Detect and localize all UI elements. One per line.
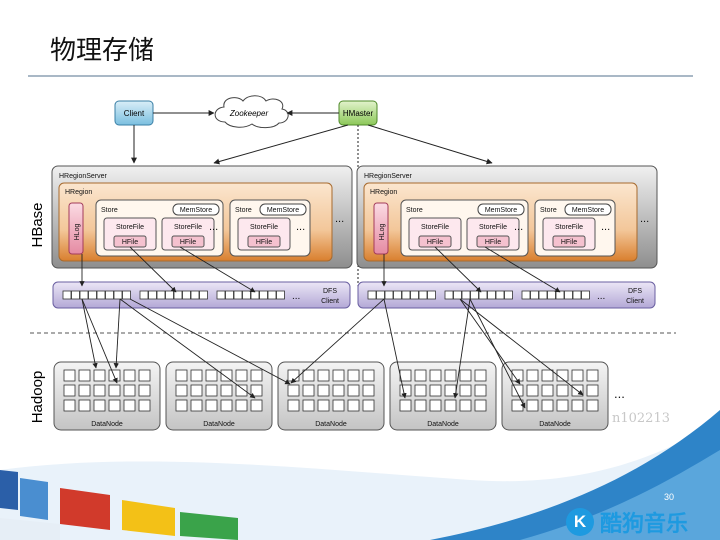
hmaster-label: HMaster bbox=[343, 109, 374, 118]
data-flow-arrow bbox=[129, 246, 177, 293]
hfile-label: HFile bbox=[256, 239, 272, 246]
brand-logo: K 酷狗音乐 bbox=[566, 506, 688, 538]
hlog-label: HLog bbox=[74, 224, 81, 241]
logo-mark-icon: K bbox=[566, 508, 594, 536]
hfile-label: HFile bbox=[561, 239, 577, 246]
hfile-label: HFile bbox=[122, 239, 138, 246]
data-flow-arrow bbox=[459, 298, 584, 396]
datanode-label: DataNode bbox=[203, 421, 235, 428]
store-label: Store bbox=[406, 207, 423, 214]
ellipsis: ... bbox=[335, 213, 344, 225]
dfs-label: Client bbox=[626, 298, 644, 305]
hregion-label: HRegion bbox=[370, 189, 397, 196]
ellipsis: ... bbox=[514, 221, 523, 233]
memstore-label: MemStore bbox=[267, 207, 299, 214]
data-flow-arrow bbox=[81, 298, 118, 384]
data-flow-arrow bbox=[434, 246, 482, 293]
store-label: Store bbox=[101, 207, 118, 214]
dfs-client-1: ... DFS Client bbox=[52, 281, 351, 309]
ellipsis: ... bbox=[209, 221, 218, 233]
datanode-2: DataNode bbox=[165, 361, 273, 431]
data-flow-arrow bbox=[113, 298, 121, 369]
storefile-label: StoreFile bbox=[479, 224, 507, 231]
hregion-label: HRegion bbox=[65, 189, 92, 196]
dfs-label: Client bbox=[321, 298, 339, 305]
datanode-label: DataNode bbox=[315, 421, 347, 428]
data-flow-arrow bbox=[119, 298, 256, 399]
datanode-4: DataNode bbox=[389, 361, 497, 431]
control-arrows bbox=[131, 110, 493, 300]
datanode-label: DataNode bbox=[539, 421, 571, 428]
data-flow-arrow bbox=[453, 298, 471, 399]
storefile-label: StoreFile bbox=[174, 224, 202, 231]
memstore-label: MemStore bbox=[180, 207, 212, 214]
dfs-clients: ... DFS Client... DFS Client bbox=[52, 281, 656, 309]
datanode-label: DataNode bbox=[91, 421, 123, 428]
data-flow-arrow bbox=[484, 246, 561, 293]
page-number: 30 bbox=[664, 492, 675, 502]
dfs-label: DFS bbox=[628, 288, 642, 295]
zookeeper-label: Zookeeper bbox=[229, 109, 269, 118]
data-arrows bbox=[79, 246, 584, 409]
client-label: Client bbox=[124, 109, 145, 118]
hlog-box bbox=[373, 202, 389, 255]
data-flow-arrow bbox=[129, 298, 291, 385]
store-label: Store bbox=[540, 207, 557, 214]
logo-text: 酷狗音乐 bbox=[600, 512, 689, 537]
memstore-label: MemStore bbox=[485, 207, 517, 214]
data-flow-arrow bbox=[459, 298, 521, 385]
dfs-label: DFS bbox=[323, 288, 337, 295]
ellipsis: ... bbox=[296, 221, 305, 233]
ellipsis: ... bbox=[614, 386, 625, 401]
region-server-label: HRegionServer bbox=[364, 173, 413, 180]
storefile-label: StoreFile bbox=[250, 224, 278, 231]
data-flow-arrow bbox=[383, 298, 407, 399]
store-2: Store MemStoreStoreFileHFile... bbox=[229, 199, 311, 257]
store-label: Store bbox=[235, 207, 252, 214]
data-flow-arrow bbox=[179, 246, 256, 293]
hbase-label: HBase bbox=[29, 202, 46, 247]
title-divider bbox=[28, 75, 693, 77]
hlog-box bbox=[68, 202, 84, 255]
store-2: Store MemStoreStoreFileHFile... bbox=[534, 199, 616, 257]
hfile-label: HFile bbox=[485, 239, 501, 246]
data-flow-arrow bbox=[81, 298, 98, 369]
storefile-label: StoreFile bbox=[421, 224, 449, 231]
datanode-1: DataNode bbox=[53, 361, 161, 431]
ellipsis: ... bbox=[597, 291, 605, 302]
data-flow-arrow bbox=[290, 298, 385, 384]
hadoop-label: Hadoop bbox=[29, 371, 46, 424]
storefile-label: StoreFile bbox=[555, 224, 583, 231]
hlog-label: HLog bbox=[379, 224, 386, 241]
hfile-label: HFile bbox=[427, 239, 443, 246]
ellipsis: ... bbox=[292, 291, 300, 302]
memstore-label: MemStore bbox=[572, 207, 604, 214]
ellipsis: ... bbox=[640, 213, 649, 225]
datanode-3: DataNode bbox=[277, 361, 385, 431]
zookeeper-node: Zookeeper bbox=[214, 95, 289, 129]
data-flow-arrow bbox=[469, 298, 526, 409]
dfs-client-2: ... DFS Client bbox=[357, 281, 656, 309]
storefile-label: StoreFile bbox=[116, 224, 144, 231]
ellipsis: ... bbox=[601, 221, 610, 233]
region-server-label: HRegionServer bbox=[59, 173, 108, 180]
watermark-text: n102213 bbox=[612, 411, 670, 426]
datanode-label: DataNode bbox=[427, 421, 459, 428]
slide-title: 物理存储 bbox=[50, 36, 155, 66]
hfile-label: HFile bbox=[180, 239, 196, 246]
